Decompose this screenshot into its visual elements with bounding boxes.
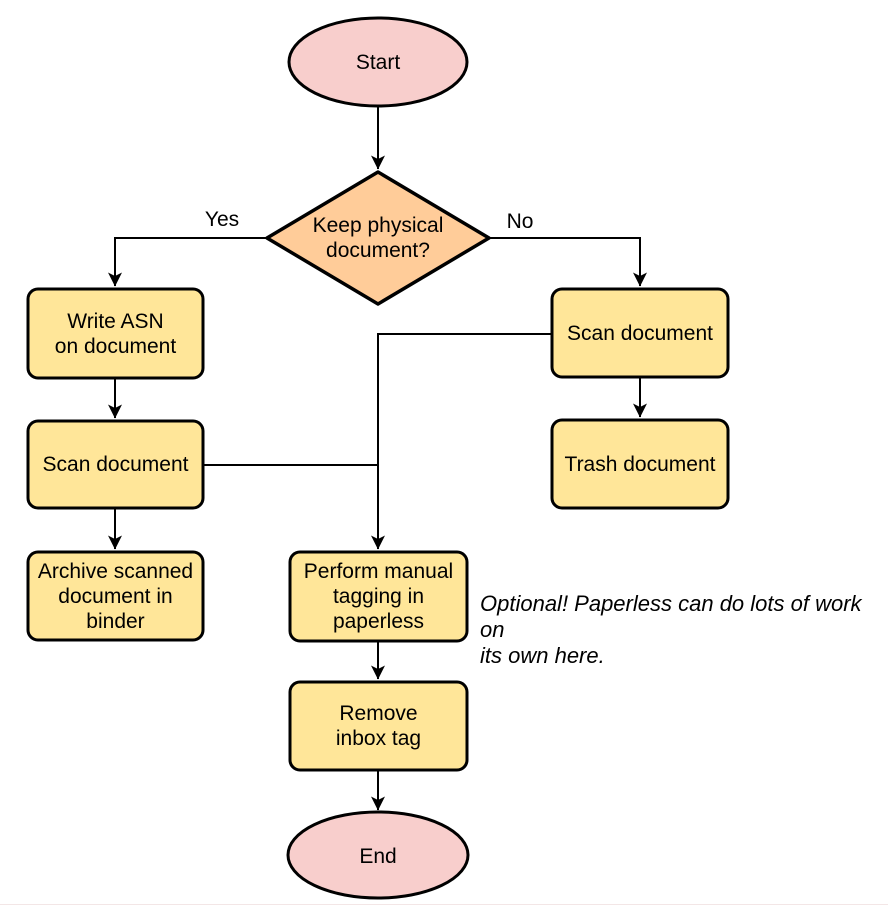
edge-scan-right-to-perform — [371, 333, 552, 550]
bottom-hairline — [0, 904, 888, 905]
end-terminator-shape — [286, 810, 470, 900]
edge-decision-yes-to-write-asn — [108, 237, 267, 287]
scan-document-left-process-shape — [26, 419, 205, 510]
write-asn-process-shape — [26, 287, 205, 380]
perform-tagging-process-shape — [288, 550, 469, 643]
trash-process-shape — [550, 418, 730, 510]
edge-label-yes: Yes — [204, 208, 240, 231]
edge-label-no: No — [506, 210, 534, 233]
remove-inbox-tag-process-shape — [288, 680, 469, 772]
decision-diamond-shape — [265, 170, 491, 306]
start-terminator-shape — [287, 16, 469, 108]
annotation-note: Optional! Paperless can do lots of work … — [480, 591, 862, 668]
archive-process-shape — [26, 550, 205, 642]
scan-document-right-process-shape — [550, 287, 730, 379]
edge-decision-no-to-scan-right — [489, 237, 647, 287]
edges-group — [108, 106, 647, 811]
